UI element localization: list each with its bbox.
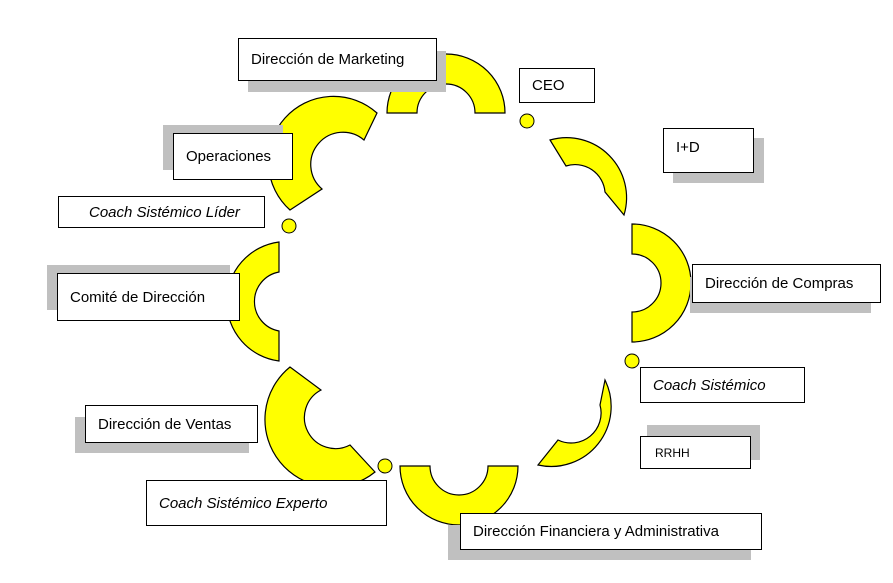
dot-ceo	[519, 113, 535, 129]
node-ventas: Dirección de Ventas	[85, 405, 258, 443]
arc-financiera	[399, 465, 519, 526]
node-id: I+D	[663, 128, 754, 173]
arc-compras	[631, 223, 692, 343]
node-ceo: CEO	[519, 68, 595, 103]
arc-operaciones	[267, 95, 378, 211]
node-coach-experto: Coach Sistémico Experto	[146, 480, 387, 526]
node-operaciones: Operaciones	[173, 133, 293, 180]
dot-coach-experto	[377, 458, 393, 474]
arc-id	[549, 137, 628, 217]
node-coach-lider: Coach Sistémico Líder	[58, 196, 265, 228]
node-financiera: Dirección Financiera y Administrativa	[460, 513, 762, 550]
node-compras: Dirección de Compras	[692, 264, 881, 303]
dot-coach-lider	[281, 218, 297, 234]
arc-comite	[226, 241, 280, 362]
node-coach: Coach Sistémico	[640, 367, 805, 403]
node-comite: Comité de Dirección	[57, 273, 240, 321]
arc-rrhh	[536, 378, 612, 468]
arc-ventas	[264, 366, 376, 488]
node-marketing: Dirección de Marketing	[238, 38, 437, 81]
dot-coach	[624, 353, 640, 369]
node-rrhh: RRHH	[640, 436, 751, 469]
